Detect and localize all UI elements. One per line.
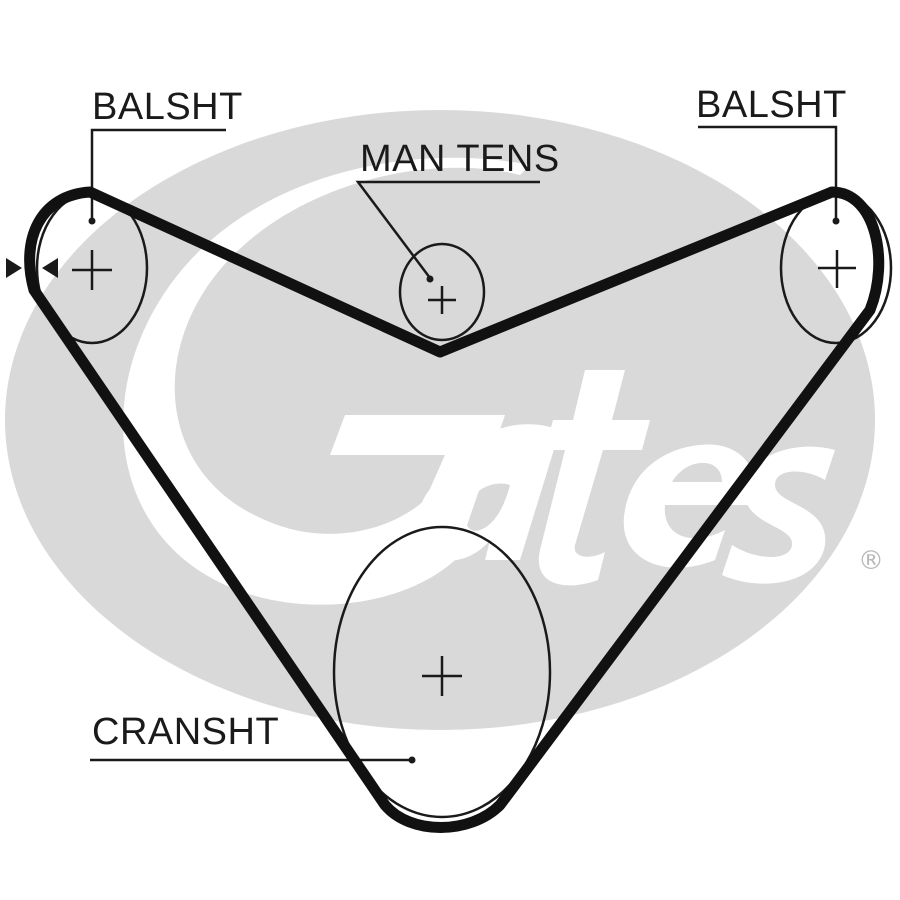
pulley-cransht bbox=[332, 525, 552, 819]
timing-belt bbox=[24, 186, 885, 833]
registered-mark: ® bbox=[858, 546, 884, 576]
timing-marks bbox=[6, 258, 58, 278]
leader-dots bbox=[88, 217, 840, 764]
pulley-man-tens bbox=[398, 242, 486, 342]
label-cransht: CRANSHT bbox=[92, 711, 280, 753]
timing-mark-outer-arrow bbox=[6, 258, 22, 278]
label-balsht-left: BALSHT bbox=[92, 86, 243, 128]
cross-man-tens bbox=[428, 286, 456, 314]
pulley-centres bbox=[72, 250, 856, 696]
cross-balsht-left bbox=[72, 250, 112, 290]
timing-mark-inner-arrow bbox=[42, 258, 58, 278]
label-man-tens: MAN TENS bbox=[360, 138, 560, 180]
leader-man-tens bbox=[355, 180, 540, 279]
cross-cransht bbox=[422, 656, 462, 696]
cross-balsht-right bbox=[818, 250, 856, 288]
gates-logo-watermark bbox=[5, 110, 875, 730]
label-balsht-right: BALSHT bbox=[696, 84, 847, 126]
